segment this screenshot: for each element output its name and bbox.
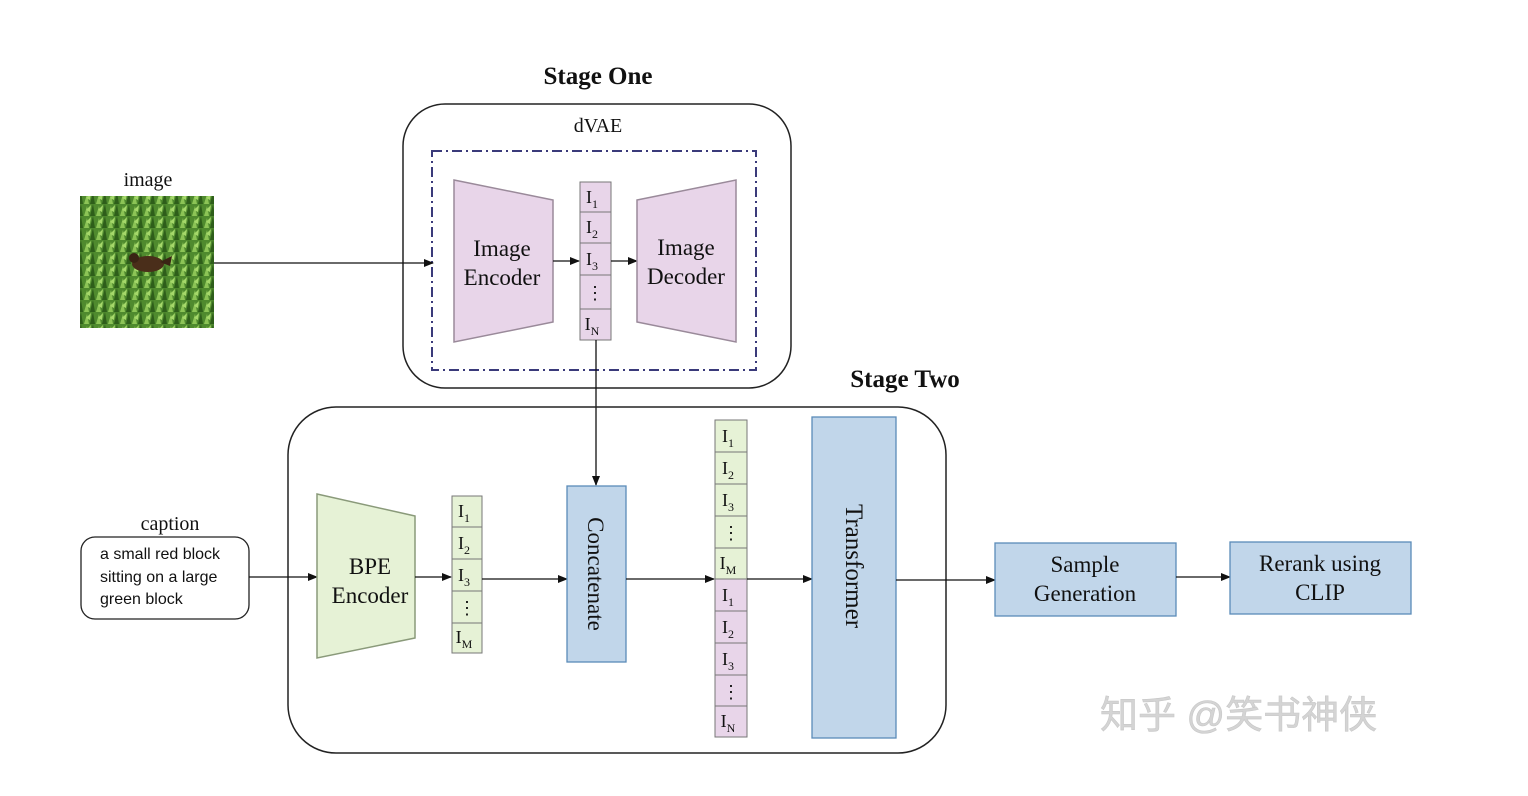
concat-image-token: I1: [714, 578, 748, 612]
concatenate-label: Concatenate: [583, 517, 608, 631]
concat-image-token: IN: [714, 705, 748, 738]
svg-text:IN: IN: [721, 711, 736, 735]
image-encoder-shape: [453, 179, 554, 343]
svg-text:I2: I2: [586, 217, 598, 241]
image-token: IN: [579, 308, 612, 341]
rerank-clip-line-2: CLIP: [1295, 580, 1345, 605]
svg-text:IM: IM: [456, 627, 473, 651]
text-token: I2: [451, 526, 483, 560]
concatenated-token-column: I1 I2 I3 ⋮ IM I1 I2 I3: [714, 419, 748, 738]
image-label: image: [124, 169, 173, 191]
sample-generation-line-1: Sample: [1051, 552, 1120, 577]
concat-text-token: I1: [714, 419, 748, 453]
concat-image-token: ⋮: [714, 674, 748, 707]
text-token: I1: [451, 495, 483, 528]
caption-line-1: a small red block: [100, 546, 221, 563]
rerank-clip-line-1: Rerank using: [1259, 551, 1382, 576]
image-decoder-shape: [636, 179, 737, 343]
svg-text:⋮: ⋮: [458, 598, 476, 618]
rerank-clip-box: [1229, 541, 1412, 615]
image-token: ⋮: [579, 274, 612, 310]
caption-box: [80, 536, 250, 620]
input-image-thumbnail: [80, 196, 214, 328]
caption-line-2: sitting on a large: [100, 569, 218, 586]
caption-label: caption: [141, 513, 200, 535]
svg-text:I1: I1: [458, 501, 470, 525]
transformer-box: [811, 416, 897, 739]
svg-text:I3: I3: [458, 565, 470, 589]
bpe-encoder-line-1: BPE: [349, 554, 391, 579]
image-encoder-line-2: Encoder: [464, 265, 541, 290]
watermark: 知乎 @笑书神侠: [1100, 695, 1377, 737]
svg-text:I2: I2: [722, 617, 734, 641]
text-token: ⋮: [451, 590, 483, 624]
stage-one-title: Stage One: [543, 63, 652, 90]
bpe-encoder-shape: [316, 493, 416, 659]
svg-text:I2: I2: [722, 458, 734, 482]
image-token: I3: [579, 242, 612, 276]
svg-text:I3: I3: [722, 490, 734, 514]
sample-generation-box: [994, 542, 1177, 617]
caption-line-3: green block: [100, 591, 184, 608]
concatenate-box: [566, 485, 627, 663]
concat-text-token: I3: [714, 483, 748, 517]
sample-generation-line-2: Generation: [1034, 581, 1137, 606]
image-token-column: I1 I2 I3 ⋮ IN: [579, 181, 612, 341]
svg-text:I1: I1: [586, 187, 598, 211]
image-decoder-line-2: Decoder: [647, 264, 725, 289]
stage-two-title: Stage Two: [850, 366, 960, 393]
concat-text-token: ⋮: [714, 515, 748, 549]
concat-text-token: IM: [714, 547, 748, 580]
transformer-label: Transformer: [840, 504, 867, 629]
bpe-encoder-line-2: Encoder: [332, 583, 409, 608]
svg-text:I3: I3: [586, 249, 598, 273]
dvae-dashed-boundary: [431, 150, 757, 371]
concat-text-token: I2: [714, 451, 748, 485]
svg-text:⋮: ⋮: [722, 682, 740, 702]
svg-text:⋮: ⋮: [586, 283, 604, 303]
svg-text:I2: I2: [458, 533, 470, 557]
svg-text:I3: I3: [722, 649, 734, 673]
concat-image-token: I2: [714, 610, 748, 644]
dvae-label: dVAE: [574, 115, 623, 137]
image-encoder-line-1: Image: [473, 236, 530, 261]
svg-text:I1: I1: [722, 585, 734, 609]
stage-one-box: [402, 103, 792, 389]
image-token: I1: [579, 181, 612, 213]
svg-text:IN: IN: [585, 314, 600, 338]
image-token: I2: [579, 211, 612, 244]
text-token: I3: [451, 558, 483, 592]
svg-text:I1: I1: [722, 426, 734, 450]
image-decoder-line-1: Image: [657, 235, 714, 260]
svg-text:IM: IM: [720, 553, 737, 577]
text-token-column: I1 I2 I3 ⋮ IM: [451, 495, 483, 654]
text-token: IM: [451, 622, 483, 654]
svg-text:⋮: ⋮: [722, 523, 740, 543]
concat-image-token: I3: [714, 642, 748, 676]
